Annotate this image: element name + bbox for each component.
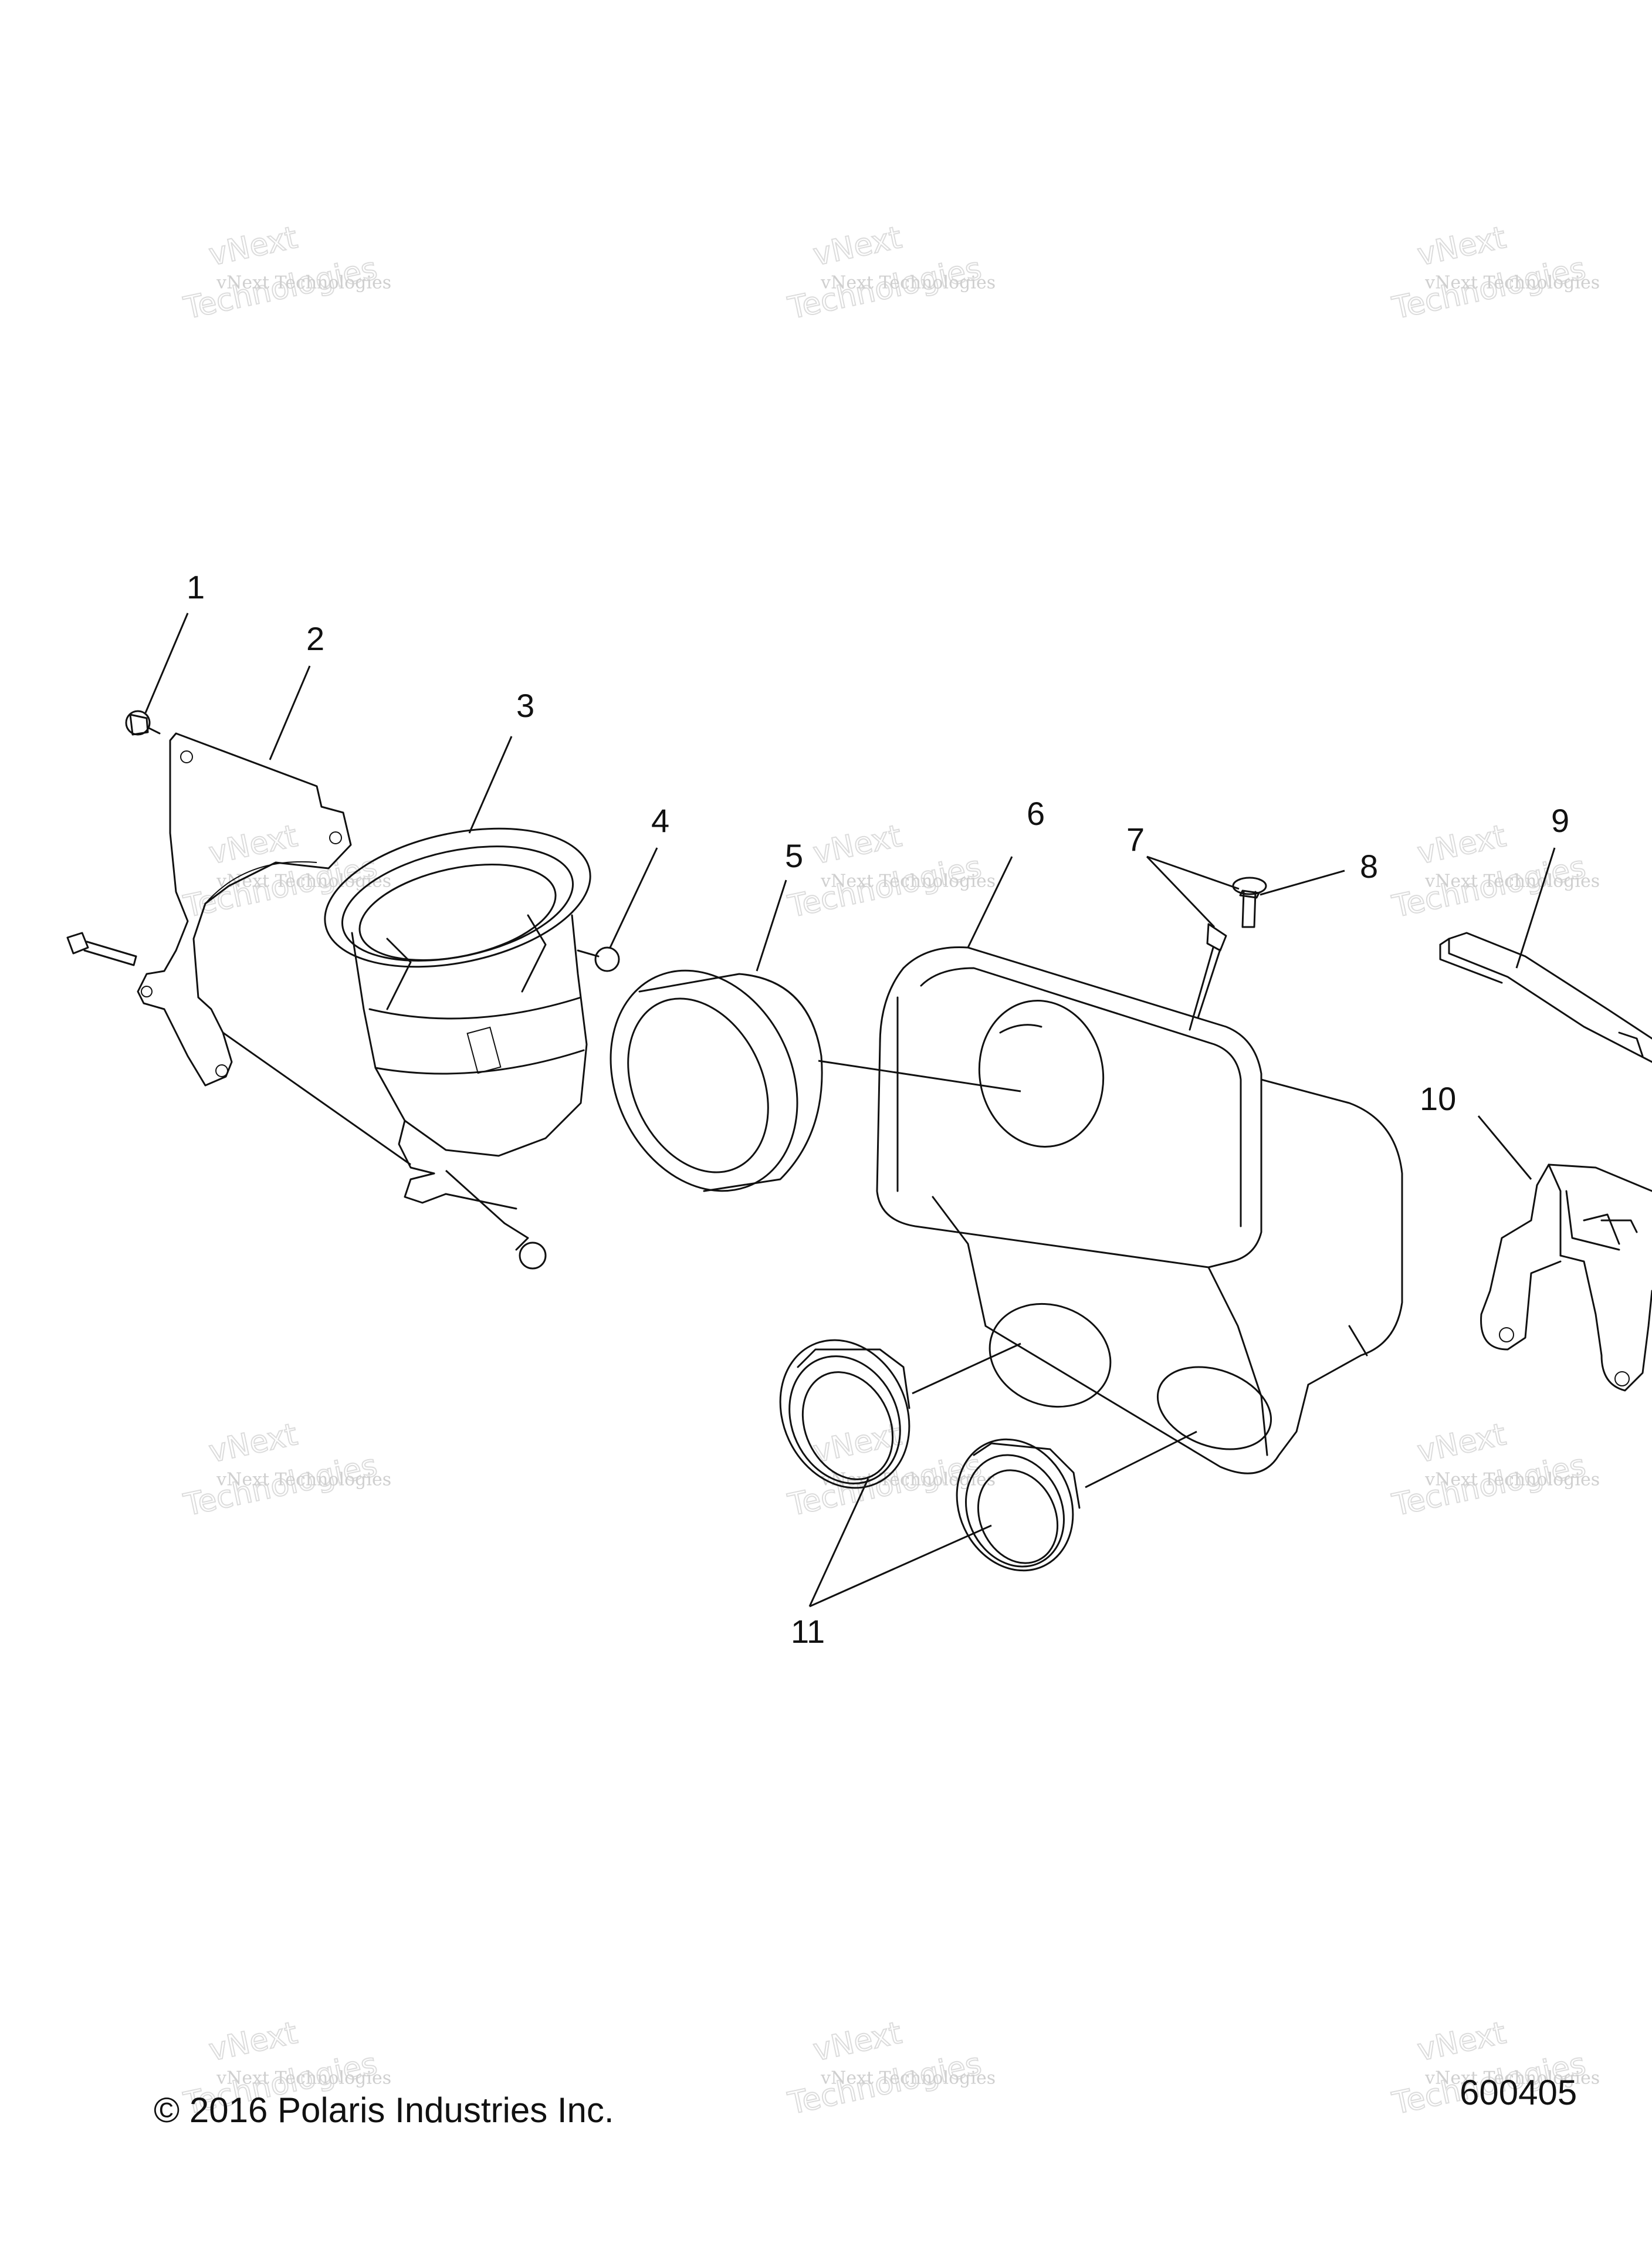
part-3-intake-duct	[324, 827, 591, 1210]
part-4-screw	[577, 946, 620, 972]
watermark-small: vNext Technologies	[216, 871, 391, 892]
watermark-big-a: vNext	[810, 2015, 905, 2068]
watermark-big-a: vNext	[1414, 818, 1509, 871]
watermark-small: vNext Technologies	[1424, 1470, 1600, 1490]
watermark-big-a: vNext	[810, 1417, 905, 1470]
drawing-number: 600405	[1460, 2073, 1577, 2112]
part-8-pin	[1239, 889, 1260, 899]
part-6-airbox-cover	[876, 946, 1403, 1474]
leader-11b-to-6	[1085, 1430, 1197, 1489]
leader-5	[756, 879, 787, 972]
watermarks: vNext Technologies vNext Technologies vN…	[180, 219, 1600, 2122]
watermark-big-a: vNext	[1414, 2015, 1509, 2068]
leader-lines	[144, 613, 1556, 1608]
leader-1	[144, 613, 189, 713]
watermark: vNext Technologies vNext Technologies	[180, 1416, 391, 1524]
watermark: vNext Technologies vNext Technologies	[784, 818, 996, 925]
watermark-small: vNext Technologies	[216, 273, 391, 293]
watermark-small: vNext Technologies	[216, 1470, 391, 1490]
copyright-notice: © 2016 Polaris Industries Inc.	[154, 2090, 614, 2130]
leader-11a	[808, 1478, 869, 1607]
watermark-small: vNext Technologies	[820, 2068, 996, 2089]
leader-4	[609, 847, 658, 948]
callout-3: 3	[516, 687, 534, 724]
callout-11: 11	[791, 1613, 825, 1650]
watermark: vNext Technologies vNext Technologies	[1389, 219, 1600, 327]
leader-3-bottom	[222, 1031, 411, 1166]
part-9-strap	[1439, 932, 1652, 1063]
watermark: vNext Technologies vNext Technologies	[1389, 1416, 1600, 1524]
leader-11a-to-6	[912, 1342, 1021, 1395]
callouts: 1 2 3 4 5 6 7 8 9 10 11	[187, 569, 1569, 1650]
watermark-big-a: vNext	[810, 818, 905, 871]
callout-5: 5	[785, 837, 803, 874]
watermark-small: vNext Technologies	[1424, 871, 1600, 892]
callout-1: 1	[187, 569, 205, 605]
part-screw-lower	[445, 1169, 547, 1270]
callout-8: 8	[1360, 848, 1378, 885]
part-1-bolt	[125, 710, 161, 736]
callout-7: 7	[1126, 821, 1145, 858]
part-5-ring	[610, 969, 823, 1192]
watermark: vNext Technologies vNext Technologies	[784, 219, 996, 327]
watermark-big-a: vNext	[1414, 220, 1509, 273]
watermark-small: vNext Technologies	[216, 2068, 391, 2089]
grommet-left	[779, 1339, 910, 1489]
part-7-rivet	[1189, 877, 1267, 1031]
part-10-bracket	[1480, 1163, 1652, 1392]
leader-5-to-6	[818, 1060, 1021, 1092]
watermark-small: vNext Technologies	[1424, 2068, 1600, 2089]
leader-7a	[1146, 855, 1240, 890]
leader-11b	[809, 1524, 992, 1608]
leader-6	[967, 856, 1013, 948]
callout-4: 4	[651, 802, 669, 839]
watermark-big-a: vNext	[810, 220, 905, 273]
watermark: vNext Technologies vNext Technologies	[784, 2015, 996, 2122]
watermark: vNext Technologies vNext Technologies	[1389, 818, 1600, 925]
watermark-big-a: vNext	[206, 1417, 300, 1470]
callout-2: 2	[306, 620, 324, 657]
part-2-bracket	[137, 732, 352, 1087]
callout-10: 10	[1420, 1080, 1456, 1117]
part-bolt-left	[66, 932, 137, 966]
watermark: vNext Technologies vNext Technologies	[180, 219, 391, 327]
grommet-right	[956, 1438, 1081, 1572]
callout-6: 6	[1027, 795, 1045, 832]
leader-2	[269, 665, 311, 760]
watermark-small: vNext Technologies	[820, 273, 996, 293]
part-11-grommets	[779, 1339, 1081, 1572]
watermark-small: vNext Technologies	[1424, 273, 1600, 293]
watermark-big-a: vNext	[1414, 1417, 1509, 1470]
watermark-big-a: vNext	[206, 2015, 300, 2068]
leader-3	[468, 736, 513, 834]
leader-7b	[1146, 855, 1216, 928]
leader-9	[1515, 847, 1556, 969]
watermark-small: vNext Technologies	[820, 1470, 996, 1490]
leader-10	[1477, 1115, 1532, 1180]
watermark-big-a: vNext	[206, 220, 300, 273]
callout-9: 9	[1551, 802, 1569, 839]
watermark-small: vNext Technologies	[820, 871, 996, 892]
leader-8	[1260, 870, 1345, 896]
